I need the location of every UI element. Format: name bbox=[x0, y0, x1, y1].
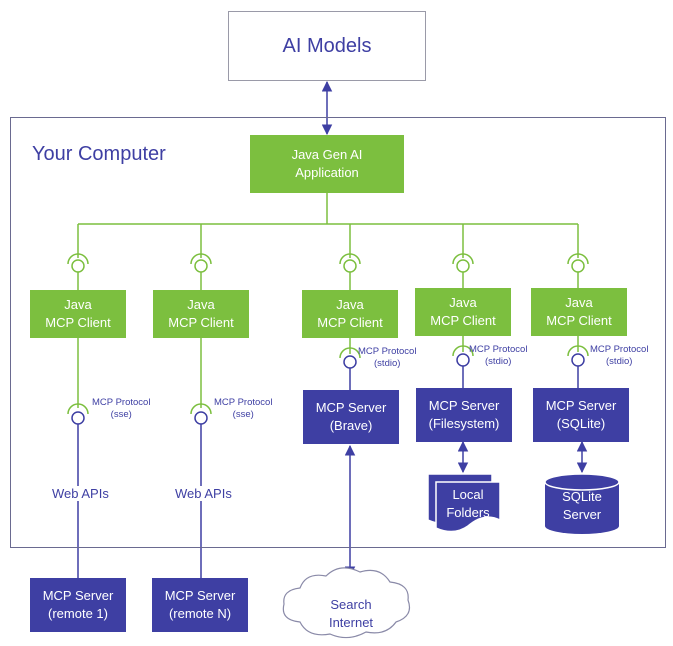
server-line1: MCP Server bbox=[428, 398, 500, 413]
server-line2: (remote 1) bbox=[48, 606, 108, 621]
sse-connectors bbox=[67, 338, 212, 578]
server-line2: (SQLite) bbox=[556, 416, 606, 431]
client-line1: Java bbox=[336, 297, 364, 312]
mcp-server-filesystem: MCP Server (Filesystem) bbox=[416, 388, 512, 442]
protocol-line2: (sse) bbox=[232, 409, 254, 420]
protocol-line1: MCP Protocol bbox=[590, 344, 649, 355]
cloud-shape bbox=[282, 567, 411, 639]
server-line2: (Filesystem) bbox=[428, 416, 500, 431]
mcp-client-5: Java MCP Client bbox=[531, 288, 627, 336]
mcp-server-remote-n: MCP Server (remote N) bbox=[152, 578, 248, 632]
client-line1: Java bbox=[565, 295, 593, 310]
client-line2: MCP Client bbox=[430, 313, 496, 328]
client-line1: Java bbox=[449, 295, 477, 310]
your-computer-title: Your Computer bbox=[32, 143, 166, 165]
server-line1: MCP Server bbox=[545, 398, 617, 413]
protocol-line2: (stdio) bbox=[606, 356, 633, 367]
mcp-server-brave: MCP Server (Brave) bbox=[303, 390, 399, 444]
client-sockets bbox=[67, 253, 589, 290]
cloud-line1: Search bbox=[330, 597, 372, 612]
protocol-line1: MCP Protocol bbox=[469, 344, 528, 355]
server-line2: (Brave) bbox=[329, 418, 373, 433]
your-computer-frame bbox=[10, 117, 666, 548]
web-apis-label-1: Web APIs bbox=[50, 486, 111, 501]
server-line1: MCP Server bbox=[42, 588, 114, 603]
ai-models-label: AI Models bbox=[282, 34, 372, 57]
app-line1: Java Gen AI bbox=[291, 147, 363, 162]
app-line2: Application bbox=[295, 165, 359, 180]
stdio-connectors bbox=[339, 336, 589, 390]
folders-shape bbox=[427, 473, 501, 533]
database-shape bbox=[544, 473, 620, 534]
protocol-label-stdio-2: MCP Protocol (stdio) bbox=[469, 344, 527, 368]
client-line2: MCP Client bbox=[317, 315, 383, 330]
folders-line2: Folders bbox=[446, 505, 490, 520]
client-line1: Java bbox=[64, 297, 92, 312]
client-line2: MCP Client bbox=[168, 315, 234, 330]
sqlite-server-label: SQLite Server bbox=[547, 488, 617, 524]
database-line1: SQLite bbox=[562, 489, 602, 504]
server-line1: MCP Server bbox=[164, 588, 236, 603]
mcp-client-4: Java MCP Client bbox=[415, 288, 511, 336]
protocol-line2: (sse) bbox=[110, 409, 132, 420]
protocol-label-sse-1: MCP Protocol (sse) bbox=[92, 397, 150, 421]
web-apis-label-2: Web APIs bbox=[173, 486, 234, 501]
server-line1: MCP Server bbox=[315, 400, 387, 415]
protocol-line1: MCP Protocol bbox=[214, 397, 273, 408]
protocol-line2: (stdio) bbox=[374, 358, 401, 369]
database-line2: Server bbox=[562, 507, 602, 522]
mcp-client-1: Java MCP Client bbox=[30, 290, 126, 338]
local-folders-label: Local Folders bbox=[440, 486, 496, 522]
server-line2: (remote N) bbox=[168, 606, 232, 621]
mcp-server-sqlite: MCP Server (SQLite) bbox=[533, 388, 629, 442]
ai-models-box: AI Models bbox=[228, 11, 426, 81]
mcp-server-remote-1: MCP Server (remote 1) bbox=[30, 578, 126, 632]
java-gen-ai-application: Java Gen AI Application bbox=[250, 135, 404, 193]
mcp-client-2: Java MCP Client bbox=[153, 290, 249, 338]
folders-line1: Local bbox=[452, 487, 484, 502]
protocol-line1: MCP Protocol bbox=[358, 346, 417, 357]
protocol-line2: (stdio) bbox=[485, 356, 512, 367]
client-line2: MCP Client bbox=[45, 315, 111, 330]
protocol-line1: MCP Protocol bbox=[92, 397, 151, 408]
cloud-line2: Internet bbox=[328, 615, 374, 630]
protocol-label-sse-2: MCP Protocol (sse) bbox=[214, 397, 272, 421]
mcp-client-3: Java MCP Client bbox=[302, 290, 398, 338]
protocol-label-stdio-3: MCP Protocol (stdio) bbox=[590, 344, 648, 368]
client-line2: MCP Client bbox=[546, 313, 612, 328]
client-line1: Java bbox=[187, 297, 215, 312]
green-tree bbox=[77, 193, 579, 258]
protocol-label-stdio-1: MCP Protocol (stdio) bbox=[358, 346, 416, 370]
search-internet-label: Search Internet bbox=[316, 596, 386, 632]
